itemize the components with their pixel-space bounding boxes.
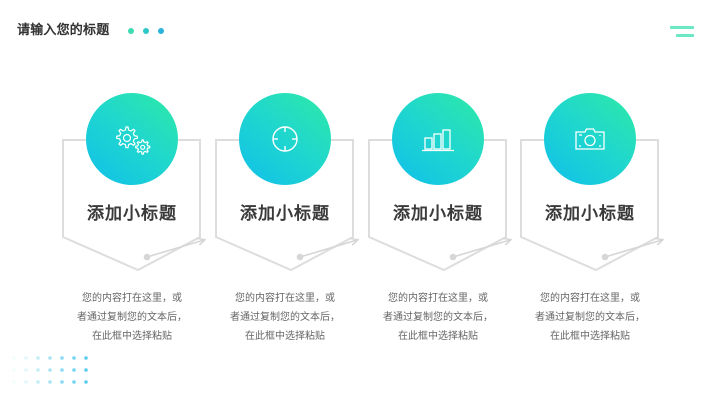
card-4-desc-line: 您的内容打在这里，或 — [540, 293, 640, 304]
card-1-title: 添加小标题 — [87, 204, 177, 224]
card-3-description: 您的内容打在这里，或 者通过复制您的文本后， 在此框中选择粘贴 — [363, 289, 513, 346]
card-1-description: 您的内容打在这里，或 者通过复制您的文本后， 在此框中选择粘贴 — [57, 289, 207, 346]
card-2-icon-circle — [239, 93, 331, 185]
camera-icon — [575, 128, 605, 150]
card-3-desc-line: 在此框中选择粘贴 — [398, 331, 478, 342]
card-4-description: 您的内容打在这里，或 者通过复制您的文本后， 在此框中选择粘贴 — [515, 289, 665, 346]
menu-line-top — [670, 26, 694, 29]
card-2-title: 添加小标题 — [240, 204, 330, 224]
bar-chart-icon — [422, 129, 454, 152]
card-2-desc-line: 者通过复制您的文本后， — [230, 312, 340, 323]
decorative-dot-grid — [12, 356, 88, 384]
card-4-desc-line: 在此框中选择粘贴 — [550, 331, 630, 342]
menu-line-bottom — [676, 34, 694, 37]
menu-icon[interactable] — [666, 22, 698, 40]
card-3-icon-circle — [392, 93, 484, 185]
page-title: 请输入您的标题 — [17, 23, 110, 38]
card-2-desc-line: 您的内容打在这里，或 — [235, 293, 335, 304]
target-icon — [272, 126, 298, 152]
card-2-description: 您的内容打在这里，或 者通过复制您的文本后， 在此框中选择粘贴 — [210, 289, 360, 346]
card-4-desc-line: 者通过复制您的文本后， — [535, 312, 645, 323]
title-dot-3 — [158, 28, 164, 34]
card-3-title: 添加小标题 — [393, 204, 483, 224]
card-1-desc-line: 者通过复制您的文本后， — [77, 312, 187, 323]
card-1-icon-circle — [86, 93, 178, 185]
card-3-desc-line: 您的内容打在这里，或 — [388, 293, 488, 304]
title-dot-2 — [143, 28, 149, 34]
title-dot-1 — [128, 28, 134, 34]
card-3-desc-line: 者通过复制您的文本后， — [383, 312, 493, 323]
gears-icon — [116, 126, 151, 155]
card-4-icon-circle — [544, 93, 636, 185]
card-1-desc-line: 在此框中选择粘贴 — [92, 331, 172, 342]
card-4-title: 添加小标题 — [545, 204, 635, 224]
card-1-desc-line: 您的内容打在这里，或 — [82, 293, 182, 304]
card-2-desc-line: 在此框中选择粘贴 — [245, 331, 325, 342]
